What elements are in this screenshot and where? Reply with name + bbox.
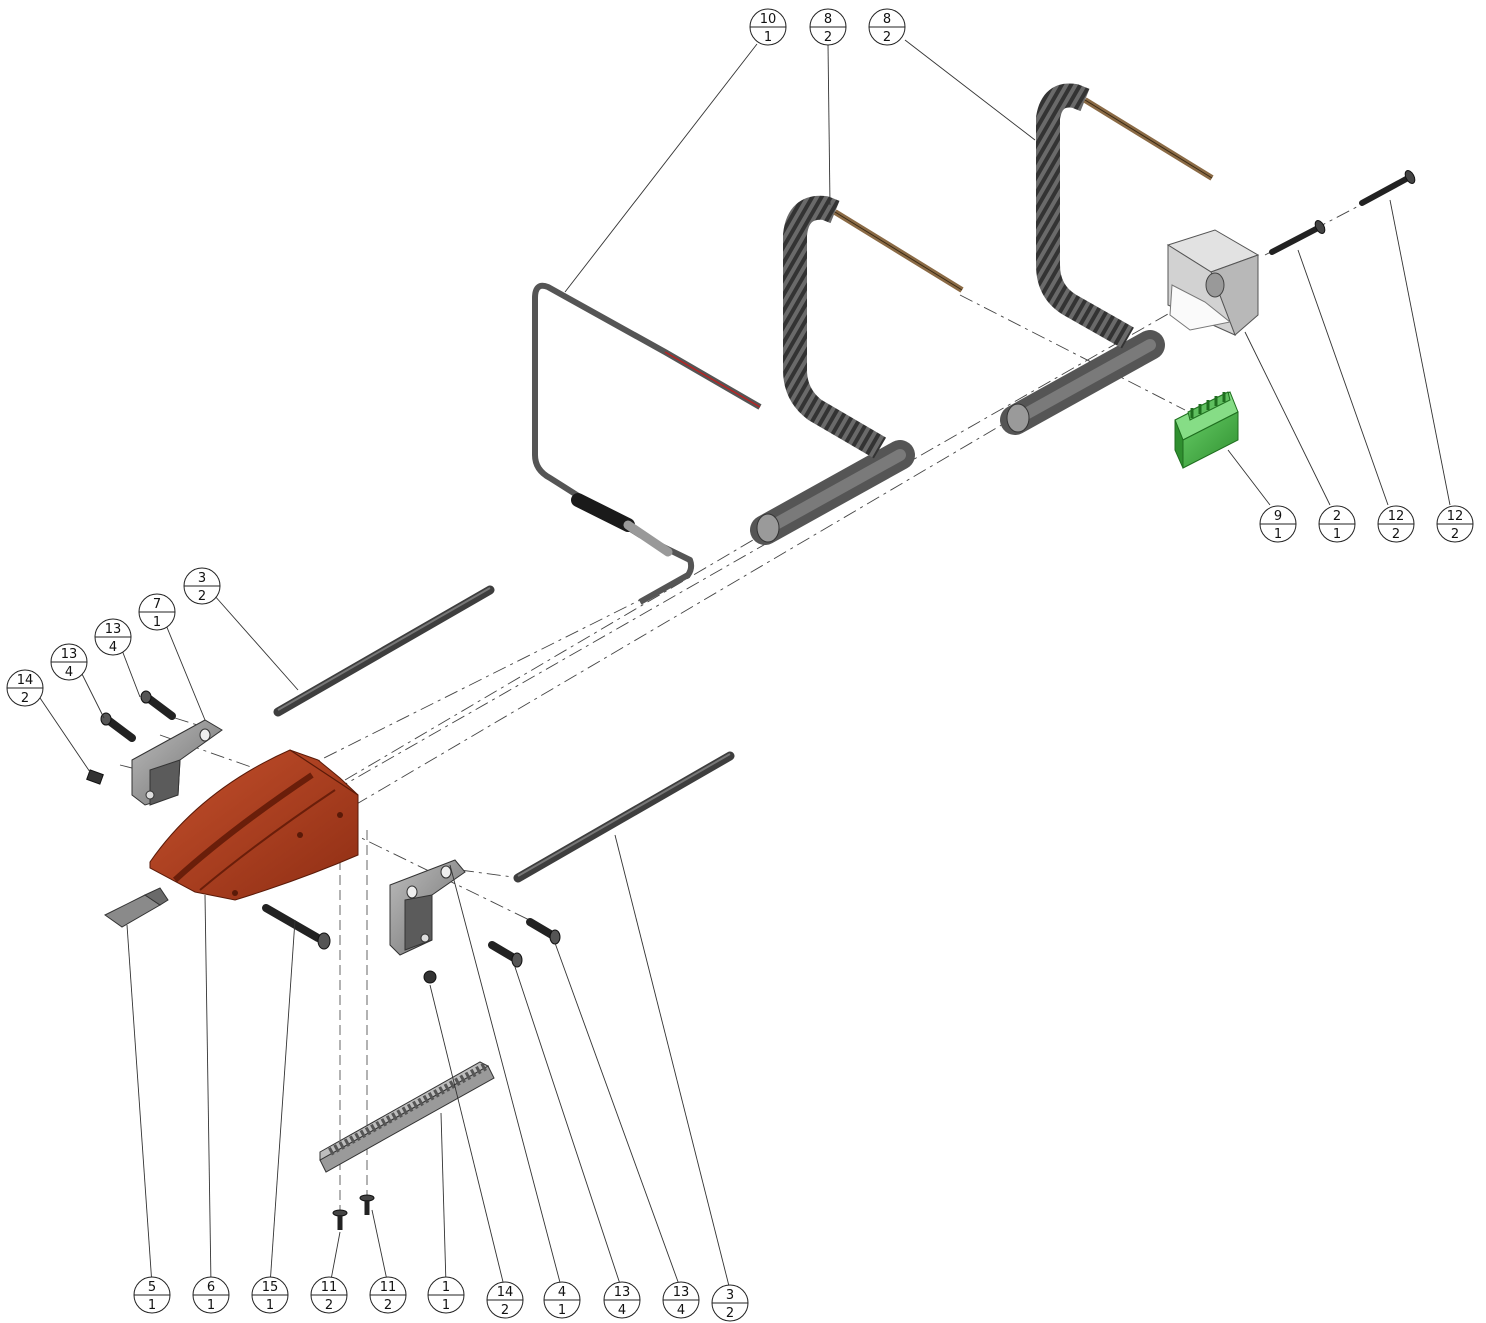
nozzle-tip [104,887,169,928]
balloon-item-3: 32 [711,1284,749,1322]
balloon-item-8: 82 [809,8,847,46]
balloon-quantity: 1 [266,1298,274,1313]
right-clamp-bracket [389,859,466,956]
balloon-item-number: 4 [558,1285,566,1300]
balloon-item-number: 13 [673,1285,690,1300]
terminal-block-connector [1174,391,1239,469]
thermocouple-probe [532,282,762,605]
balloon-item-12: 122 [1436,505,1474,543]
balloon-quantity: 2 [21,691,29,706]
balloon-item-13: 134 [94,618,132,656]
set-screw-14-b [423,970,437,984]
balloon-quantity: 1 [148,1298,156,1313]
balloon-item-number: 13 [614,1285,631,1300]
balloon-quantity: 2 [1451,527,1459,542]
balloon-quantity: 1 [207,1298,215,1313]
balloon-item-number: 13 [105,622,122,637]
balloon-item-number: 1 [442,1280,450,1295]
balloon-quantity: 2 [384,1298,392,1313]
balloon-quantity: 1 [442,1298,450,1313]
balloon-item-7: 71 [138,593,176,631]
set-screw-14-a [86,769,104,785]
balloon-quantity: 2 [198,589,206,604]
balloon-item-1: 11 [427,1276,465,1314]
leader-lines [37,39,1451,1291]
balloon-item-13: 134 [662,1281,700,1319]
guide-rod-lower [513,751,735,883]
balloon-quantity: 1 [1274,527,1282,542]
heater-block-body [149,749,359,901]
balloon-item-number: 8 [883,12,891,27]
assembly-axis-lines [119,199,1371,1215]
balloon-item-4: 41 [543,1281,581,1319]
balloon-quantity: 1 [558,1303,566,1318]
balloon-item-number: 12 [1447,509,1464,524]
balloon-quantity: 2 [726,1306,734,1321]
balloon-quantity: 2 [325,1298,333,1313]
balloon-item-number: 11 [380,1280,397,1295]
balloon-item-number: 10 [760,12,777,27]
heater-cartridge-front [750,195,964,545]
screw-13-a [100,712,136,742]
screw-11-b [359,1194,375,1215]
balloon-quantity: 2 [824,30,832,45]
balloon-item-13: 134 [50,643,88,681]
balloon-quantity: 4 [109,640,117,655]
heater-cartridge-rear [1000,83,1214,435]
balloon-item-6: 61 [192,1276,230,1314]
balloon-item-number: 14 [497,1285,514,1300]
screw-12-b [1359,170,1416,206]
screw-12-a [1269,220,1326,255]
balloon-quantity: 4 [677,1303,685,1318]
balloon-item-11: 112 [369,1276,407,1314]
balloon-quantity: 4 [65,665,73,680]
balloon-item-2: 21 [1318,505,1356,543]
balloon-item-11: 112 [310,1276,348,1314]
bolt-15 [262,904,331,950]
balloon-item-14: 142 [486,1281,524,1319]
mounting-bracket-block [1166,229,1260,336]
balloon-item-number: 9 [1274,509,1282,524]
balloon-item-10: 101 [749,8,787,46]
balloon-item-15: 151 [251,1276,289,1314]
balloon-item-number: 13 [61,647,78,662]
balloon-item-number: 7 [153,597,161,612]
balloon-item-3: 32 [183,567,221,605]
balloon-item-number: 3 [198,571,206,586]
balloon-item-number: 3 [726,1288,734,1303]
balloon-quantity: 1 [1333,527,1341,542]
balloon-item-number: 2 [1333,509,1341,524]
balloon-item-number: 12 [1388,509,1405,524]
balloon-item-number: 14 [17,673,34,688]
balloon-item-5: 51 [133,1276,171,1314]
balloon-quantity: 2 [1392,527,1400,542]
balloon-quantity: 1 [764,30,772,45]
balloon-item-9: 91 [1259,505,1297,543]
balloon-quantity: 2 [501,1303,509,1318]
left-clamp-bracket [131,719,223,806]
balloon-item-14: 142 [6,669,44,707]
balloon-item-8: 82 [868,8,906,46]
balloon-item-number: 6 [207,1280,215,1295]
balloon-item-number: 8 [824,12,832,27]
balloon-item-number: 11 [321,1280,338,1295]
balloon-item-number: 5 [148,1280,156,1295]
balloon-item-13: 134 [603,1281,641,1319]
part-balloons: 1018282912112212232711341341425161151112… [6,8,1474,1322]
screw-13-c [488,941,523,968]
screw-11-a [332,1209,348,1230]
guide-rod-upper [273,585,495,717]
balloon-item-number: 15 [262,1280,279,1295]
balloon-quantity: 4 [618,1303,626,1318]
screw-13-d [526,918,561,945]
gear-rack [319,1061,495,1173]
balloon-quantity: 1 [153,615,161,630]
balloon-quantity: 2 [883,30,891,45]
balloon-item-12: 122 [1377,505,1415,543]
screw-13-b [140,690,176,720]
